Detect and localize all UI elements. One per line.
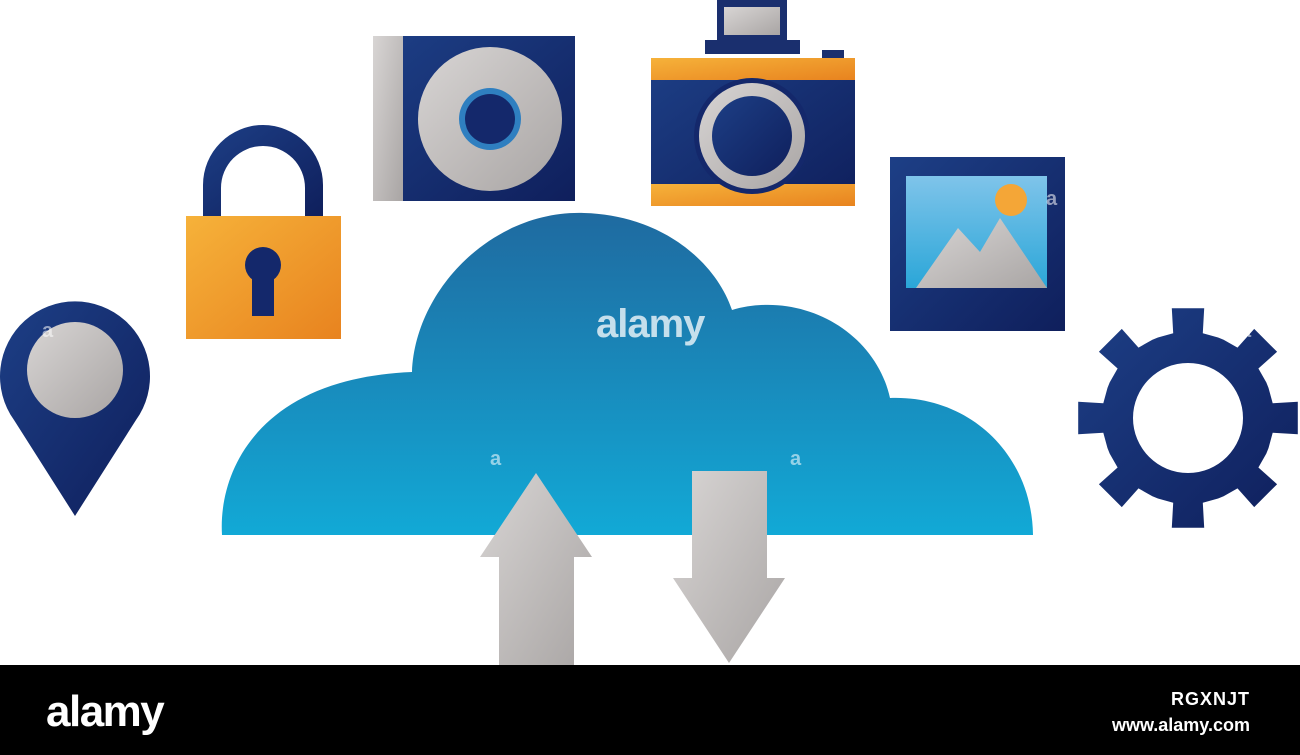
footer-bar: alamy RGXNJT www.alamy.com xyxy=(0,665,1300,755)
watermark-mark: a xyxy=(1240,320,1252,342)
gear-icon xyxy=(1078,308,1298,528)
footer-logo: alamy xyxy=(46,687,165,736)
footer-url: www.alamy.com xyxy=(1111,715,1250,735)
padlock-icon xyxy=(186,125,341,339)
watermark-mark: a xyxy=(42,320,54,342)
speaker-icon xyxy=(373,36,575,201)
image-id: RGXNJT xyxy=(1170,689,1250,709)
watermark-mark: a xyxy=(490,448,502,470)
watermark-mark: a xyxy=(1046,188,1058,210)
upload-arrow-icon xyxy=(480,473,592,665)
location-pin-icon xyxy=(0,301,151,516)
illustration-canvas xyxy=(0,0,1298,665)
download-arrow-icon xyxy=(673,471,785,663)
cloud-icon xyxy=(221,212,1034,535)
camera-icon xyxy=(651,0,855,206)
watermark-text: alamy xyxy=(596,302,705,346)
watermark-mark: a xyxy=(790,448,802,470)
picture-icon xyxy=(890,157,1065,331)
